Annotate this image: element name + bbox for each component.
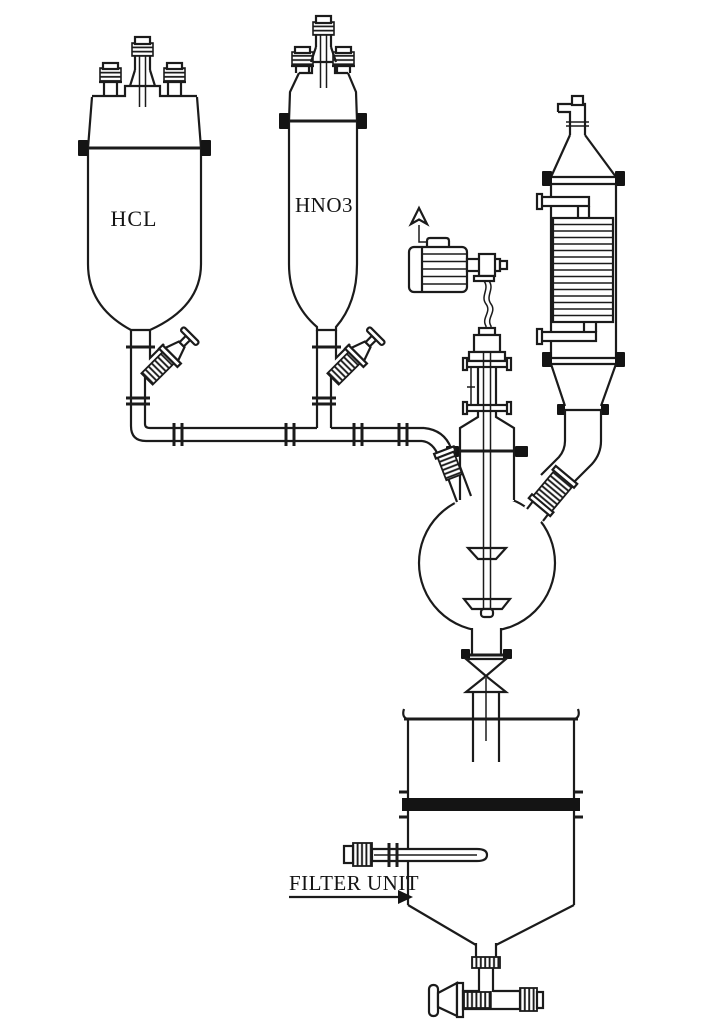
reactor-drain-valve — [462, 657, 510, 762]
condenser-threaded-joint — [527, 464, 579, 518]
hcl-feed-valve — [140, 326, 200, 386]
hcl-label: HCL — [111, 206, 158, 231]
coil-condenser — [535, 94, 625, 487]
motor-fins — [422, 253, 467, 285]
stem-threaded-joint — [471, 956, 501, 969]
stirrer-bearing-housing — [467, 326, 507, 363]
stirred-reactor — [417, 352, 579, 659]
filter-side-dip-tube — [342, 842, 489, 867]
agitator-motor — [407, 205, 509, 363]
filter-unit-label: FILTER UNIT — [289, 871, 419, 895]
hcl-port-left — [99, 61, 122, 96]
hcl-port-right — [163, 61, 186, 96]
reactor-bottom-neck — [461, 628, 512, 659]
filter-unit-callout: FILTER UNIT — [289, 871, 419, 904]
pipe-union — [172, 423, 409, 446]
hno3-feed-vessel: HNO3 — [279, 14, 367, 332]
condenser-upper-port — [535, 192, 591, 218]
condenser-coil — [551, 216, 615, 324]
hno3-port-left — [291, 45, 314, 73]
hno3-label: HNO3 — [295, 193, 353, 217]
hno3-port-right — [332, 45, 355, 73]
flexible-coupling-shaft — [483, 280, 494, 332]
filter-unit: FILTER UNIT — [289, 708, 583, 1019]
hno3-port-center — [309, 14, 338, 88]
condenser-vent-tube — [556, 94, 589, 135]
filter-drain-valve — [427, 981, 545, 1019]
inlet-threaded-joint — [432, 444, 464, 482]
hcl-port-center — [128, 35, 157, 107]
condenser-lower-port — [535, 322, 598, 346]
stirrer-shaft — [482, 352, 492, 610]
callout-arrowhead — [398, 890, 413, 904]
hcl-feed-vessel: HCL — [78, 35, 211, 332]
stirrer-seal-assembly — [461, 356, 513, 416]
stirrer-impellers — [461, 546, 513, 619]
filter-plate — [402, 798, 580, 811]
motor-terminal-box — [425, 236, 451, 247]
hno3-feed-valve — [326, 326, 386, 386]
motor-vent-arrow — [408, 205, 430, 243]
feed-manifold-piping — [126, 330, 459, 471]
